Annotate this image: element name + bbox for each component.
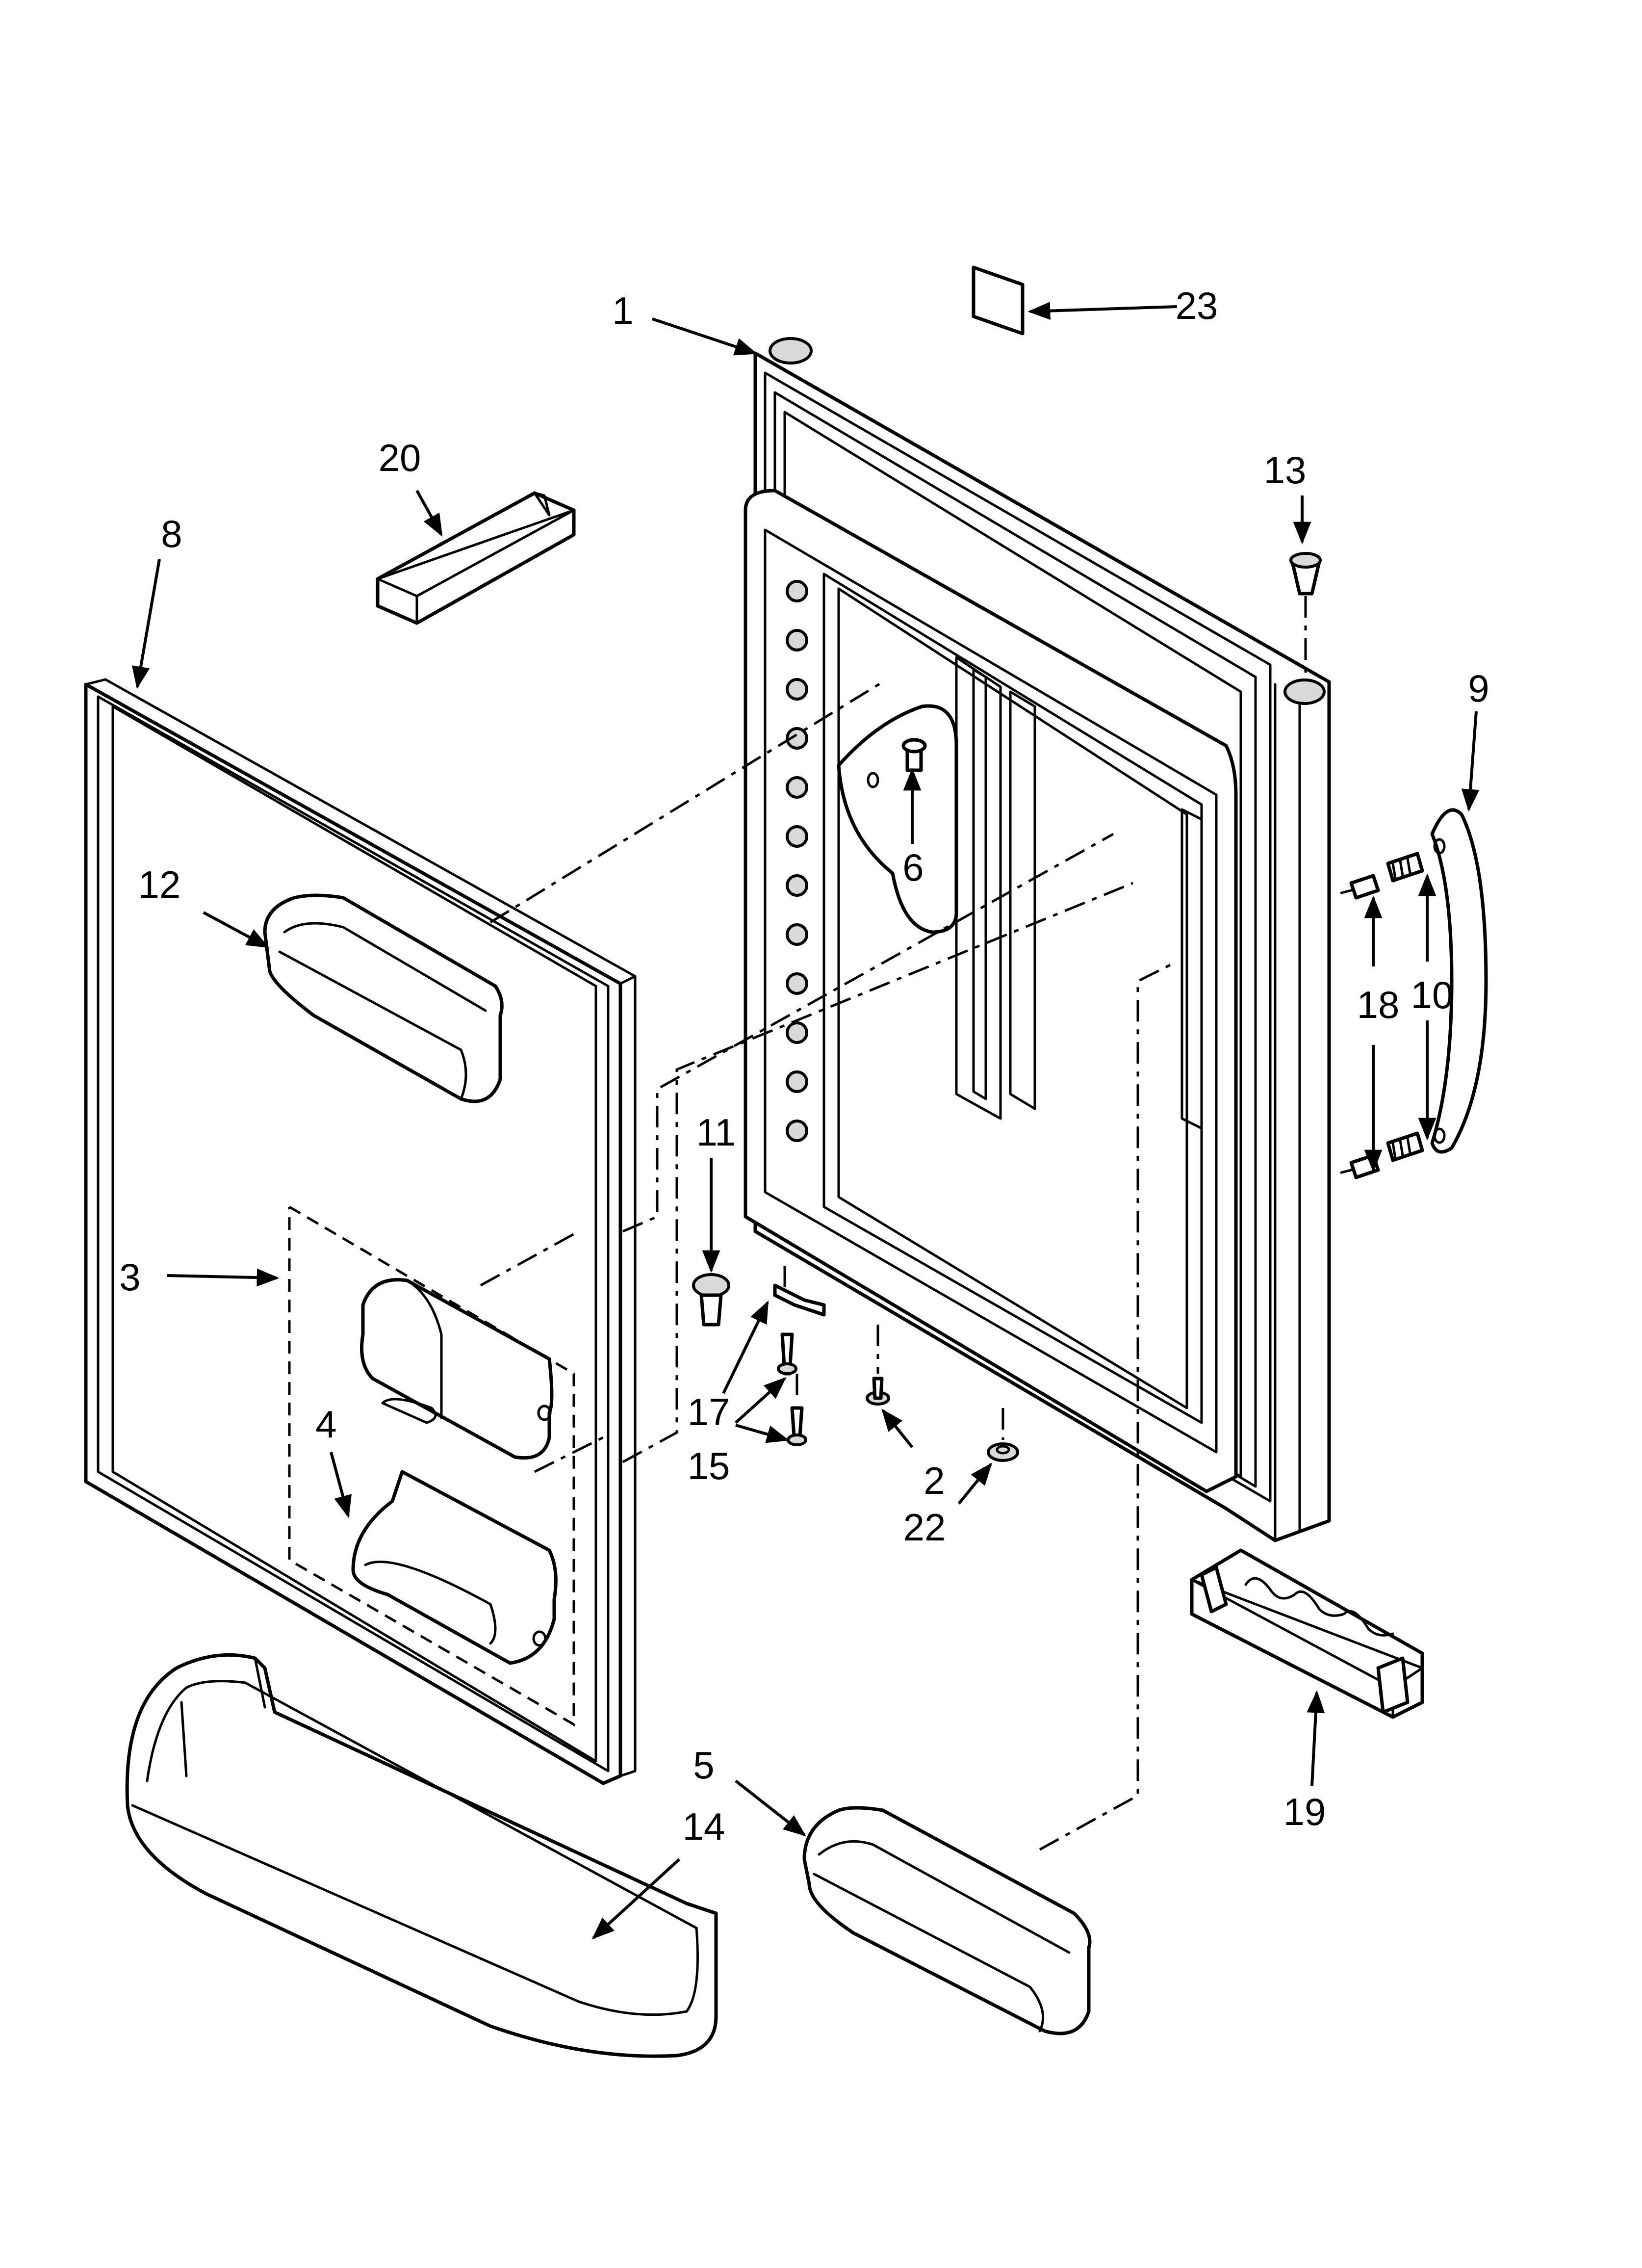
part-2-stop xyxy=(866,1325,890,1406)
part-9-handle xyxy=(1430,808,1488,1154)
callout-13: 13 xyxy=(1264,448,1307,492)
callout-3: 3 xyxy=(119,1255,140,1299)
part-15-screws xyxy=(777,1332,807,1446)
callout-23: 23 xyxy=(1176,284,1218,327)
part-19-egg-tray xyxy=(1190,1548,1424,1719)
callout-labels: 1 2 3 4 5 6 8 9 10 11 12 13 14 15 17 18 … xyxy=(119,284,1489,1848)
callout-11: 11 xyxy=(696,1111,736,1154)
callout-22: 22 xyxy=(903,1506,946,1549)
callout-1: 1 xyxy=(612,289,633,332)
callout-10: 10 xyxy=(1411,973,1454,1017)
part-10-screws xyxy=(1386,852,1424,1162)
callout-6: 6 xyxy=(902,846,924,889)
leader-arrows xyxy=(131,302,1480,1940)
part-5-door-bin xyxy=(802,1806,1092,2035)
callout-12: 12 xyxy=(138,863,181,906)
part-12-door-bin xyxy=(263,893,504,1103)
part-8-door-panel xyxy=(84,678,637,1785)
callout-14: 14 xyxy=(683,1805,725,1848)
part-17-hinge-bracket xyxy=(773,1266,826,1317)
callout-17: 17 xyxy=(688,1390,730,1434)
callout-9: 9 xyxy=(1468,667,1489,710)
part-13-bushing xyxy=(1289,552,1322,596)
assembly-lines xyxy=(480,680,1178,1851)
callout-8: 8 xyxy=(161,512,182,555)
callout-19: 19 xyxy=(1283,1790,1326,1833)
part-14-large-door-bin xyxy=(125,1653,718,2058)
dispenser-housing xyxy=(360,1278,554,1460)
callout-15: 15 xyxy=(688,1444,730,1487)
callout-2: 2 xyxy=(924,1459,945,1502)
liner-bumps xyxy=(786,580,808,1142)
part-4-bin xyxy=(351,1470,558,1665)
callout-18: 18 xyxy=(1357,983,1400,1026)
callout-4: 4 xyxy=(315,1403,336,1446)
part-6-pin-plate xyxy=(837,704,958,934)
part-11-hinge-bushing xyxy=(692,1273,730,1327)
part-22-washer xyxy=(987,1408,1019,1462)
callout-5: 5 xyxy=(693,1744,714,1787)
part-20-small-bin xyxy=(376,491,576,625)
part-23-label-plate xyxy=(972,265,1025,336)
callout-20: 20 xyxy=(379,436,421,479)
